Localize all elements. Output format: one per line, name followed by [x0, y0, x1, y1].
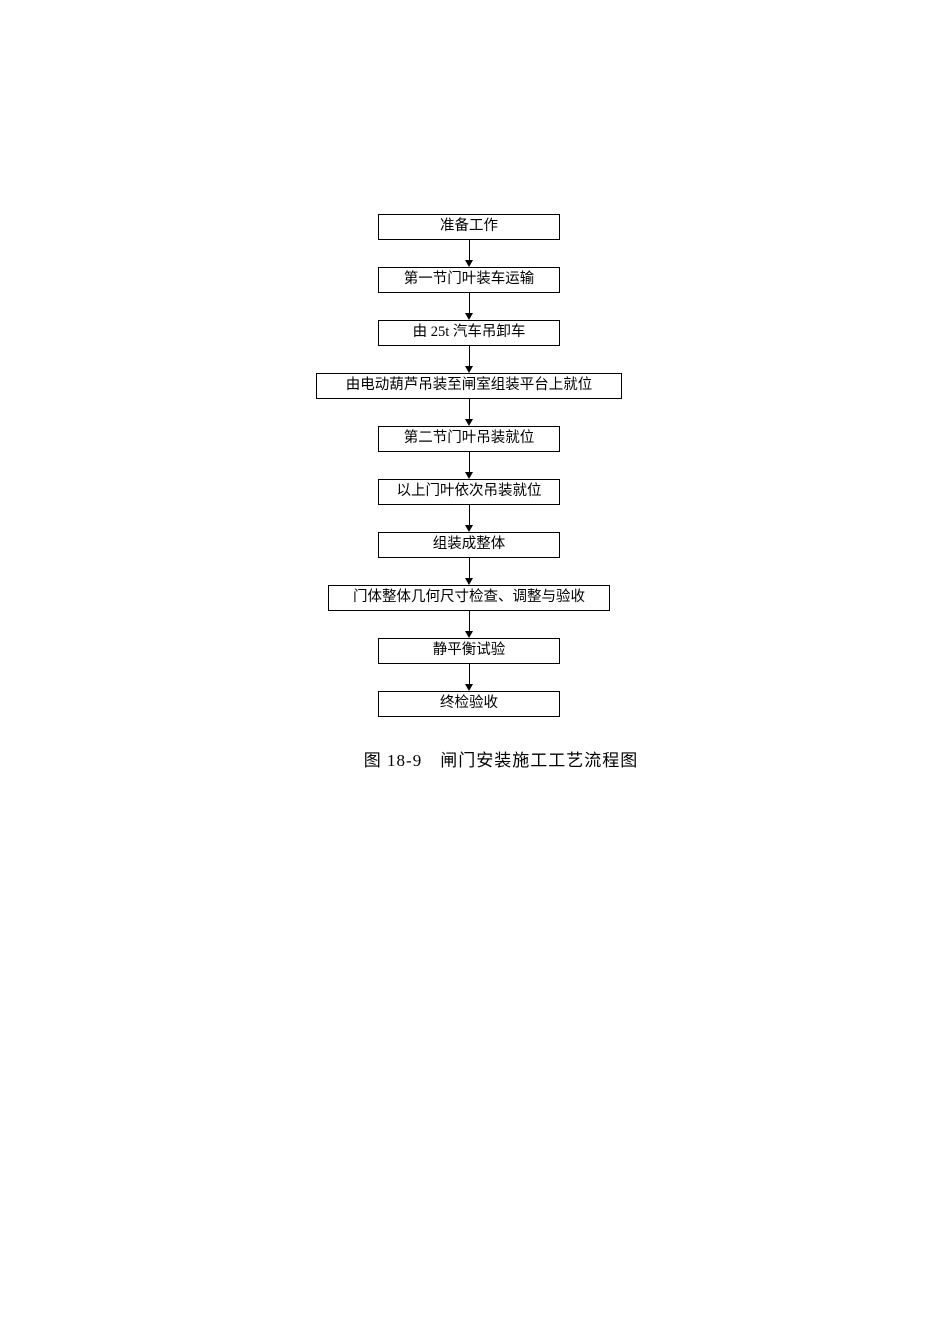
arrow-down-icon — [465, 505, 473, 532]
flow-node-label: 门体整体几何尺寸检查、调整与验收 — [353, 589, 585, 606]
flow-node-label: 准备工作 — [440, 218, 498, 235]
flow-node-label: 由电动葫芦吊装至闸室组装平台上就位 — [345, 377, 593, 394]
figure-caption: 图 18-9 闸门安装施工工艺流程图 — [363, 751, 639, 770]
arrow-down-icon — [465, 293, 473, 320]
flowchart: 准备工作 第一节门叶装车运输 由 25t 汽车吊卸车 由电动葫芦 — [0, 214, 950, 771]
flow-node-remaining-leaves-hoist: 以上门叶依次吊装就位 — [378, 479, 560, 505]
flow-node-truck-crane-unload: 由 25t 汽车吊卸车 — [378, 320, 560, 346]
flow-node-label: 终检验收 — [440, 695, 498, 712]
flow-node-electric-hoist-position: 由电动葫芦吊装至闸室组装平台上就位 — [316, 373, 622, 399]
flow-node-final-acceptance: 终检验收 — [378, 691, 560, 717]
flow-node-label: 以上门叶依次吊装就位 — [396, 483, 542, 500]
flow-node-label: 第二节门叶吊装就位 — [403, 430, 535, 447]
flow-node-static-balance-test: 静平衡试验 — [378, 638, 560, 664]
flow-node-dimension-check: 门体整体几何尺寸检查、调整与验收 — [328, 585, 610, 611]
arrow-down-icon — [465, 346, 473, 373]
arrow-down-icon — [465, 664, 473, 691]
arrow-down-icon — [465, 611, 473, 638]
flow-node-label: 第一节门叶装车运输 — [403, 271, 535, 288]
flow-node-second-leaf-hoist: 第二节门叶吊装就位 — [378, 426, 560, 452]
arrow-down-icon — [465, 240, 473, 267]
flow-node-preparation: 准备工作 — [378, 214, 560, 240]
flow-node-label: 静平衡试验 — [432, 642, 506, 659]
arrow-down-icon — [465, 558, 473, 585]
flow-node-first-leaf-transport: 第一节门叶装车运输 — [378, 267, 560, 293]
flow-node-label: 由 25t 汽车吊卸车 — [412, 324, 526, 341]
flow-node-label: 组装成整体 — [432, 536, 506, 553]
arrow-down-icon — [465, 399, 473, 426]
flowchart-column: 准备工作 第一节门叶装车运输 由 25t 汽车吊卸车 由电动葫芦 — [316, 214, 622, 717]
arrow-down-icon — [465, 452, 473, 479]
flow-node-assemble-whole: 组装成整体 — [378, 532, 560, 558]
